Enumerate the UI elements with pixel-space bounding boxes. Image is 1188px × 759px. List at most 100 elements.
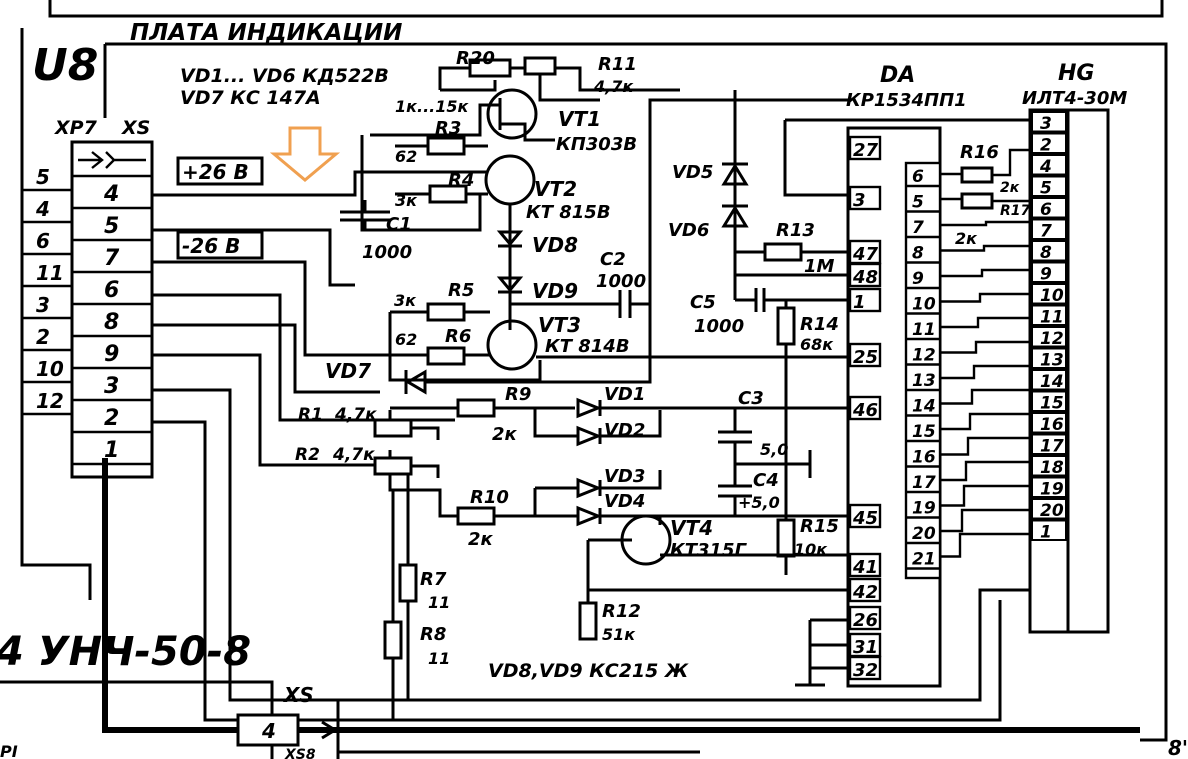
connector-inner-pin: 4 [103, 182, 119, 207]
connector-outer-pin: 5 [36, 165, 50, 189]
vt3-transistor [486, 319, 538, 371]
vd7-zener [404, 369, 427, 395]
r10-value: 2к [468, 529, 494, 550]
vd1-diode [576, 397, 603, 419]
hg-pin: 6 [1040, 200, 1052, 220]
da-left-pin: 41 [852, 557, 878, 578]
hg-pin: 16 [1040, 415, 1064, 435]
c5-value: 1000 [694, 316, 744, 337]
da-left-pin: 32 [853, 660, 878, 681]
hg-pin: 11 [1040, 308, 1064, 328]
r1-label: R1 [298, 405, 323, 425]
r6-label: R6 [445, 326, 471, 347]
lower-left-label: PI [0, 742, 18, 759]
vt4-label: VT4 [670, 516, 713, 540]
r12-value: 51к [602, 625, 636, 644]
connector-inner-pin: 9 [104, 342, 119, 367]
da-left-pin: 47 [852, 244, 879, 265]
da-right-pin: 5 [912, 193, 924, 213]
da-right-pin: 20 [912, 524, 936, 544]
da-right-pin: 9 [912, 269, 924, 289]
r14-label: R14 [800, 314, 839, 335]
hg-pin: 10 [1040, 286, 1064, 306]
r14-value: 68к [800, 335, 834, 354]
c1-value: 1000 [362, 242, 412, 263]
connector-outer-pin: 2 [36, 325, 50, 349]
lower-xs8-label: XS8 [284, 747, 316, 759]
r7-label: R7 [420, 569, 447, 590]
da-left-pin: 46 [852, 400, 878, 421]
outer-left-frame [20, 28, 92, 600]
u8-frame [105, 42, 1168, 742]
r8-label: R8 [420, 624, 446, 645]
da-left-pin: 45 [852, 508, 878, 529]
hg-pin: 19 [1040, 480, 1064, 500]
vt1-transistor [486, 88, 538, 140]
r17-label: R17 [1000, 203, 1031, 219]
connector-outer-pin: 3 [36, 293, 50, 317]
hg-type: ИЛТ4-30М [1022, 88, 1127, 109]
da-left-pin: 31 [853, 637, 878, 658]
da-right-pin: 12 [912, 346, 936, 366]
hg-pin: 13 [1040, 351, 1064, 371]
hg-pin: 8 [1040, 243, 1052, 263]
c2-label: C2 [600, 249, 626, 270]
vt3-label: VT3 [538, 313, 581, 337]
hg-pin: 9 [1040, 265, 1052, 285]
r13-value: 1М [804, 256, 835, 277]
r4-label: R4 [448, 170, 474, 191]
da-left-pin: 1 [853, 292, 866, 313]
r3-value: 62 [395, 147, 417, 166]
lower-xs-pin: 4 [261, 719, 276, 743]
hg-pin: 2 [1040, 136, 1052, 156]
vd2-diode [576, 425, 603, 447]
connector-arrow-icon [78, 151, 146, 169]
vd6-diode [721, 204, 749, 228]
r6-value: 62 [395, 330, 417, 349]
r12-label: R12 [602, 601, 641, 622]
xs-label: XS [121, 117, 150, 139]
r15-label: R15 [800, 516, 839, 537]
c2-capacitor [510, 170, 652, 318]
r9-value: 2к [492, 424, 518, 445]
da-left-pin: 48 [852, 267, 878, 288]
hg-pin: 7 [1040, 222, 1052, 242]
connector-inner-pin: 6 [104, 278, 119, 303]
c3-label: C3 [738, 388, 764, 409]
hg-pin: 18 [1040, 458, 1064, 478]
connector-outer-pin: 6 [36, 229, 50, 253]
da-right-pin: 13 [912, 371, 936, 391]
hg-pin: 3 [1040, 114, 1052, 134]
r1-value: 4,7к [334, 405, 377, 425]
da-right-pin: 6 [912, 167, 924, 187]
r2-value: 4,7к [332, 445, 375, 465]
vt3-type: КТ 814В [545, 336, 630, 357]
minus-26v-label: -26 В [182, 234, 240, 258]
hg-pin: 14 [1040, 372, 1064, 392]
c3-value: 5,0 [760, 440, 788, 459]
vd8-label: VD8 [532, 233, 578, 257]
lower-arrow-icon [298, 720, 338, 740]
vd5-diode [721, 162, 749, 186]
connector-inner-pin: 1 [104, 438, 119, 463]
da-left-pin: 26 [853, 610, 878, 631]
da-right-pin: 15 [912, 422, 936, 442]
da-right-pin: 21 [912, 550, 936, 570]
vd9-label: VD9 [532, 279, 578, 303]
vt4-type: КТ315Г [670, 540, 748, 561]
vt1-label: VT1 [558, 107, 601, 131]
c4-label: C4 [753, 470, 779, 491]
da-right-pin: 17 [912, 473, 936, 493]
connector-inner-pin: 3 [104, 374, 119, 399]
r20-value: 1к...15к [395, 97, 469, 116]
lower-xs-label: XS [282, 683, 314, 707]
hg-label: HG [1058, 61, 1094, 86]
r2-label: R2 [295, 445, 320, 465]
da-right-pin: 7 [912, 218, 924, 238]
r9-label: R9 [505, 384, 531, 405]
block-title: ПЛАТА ИНДИКАЦИИ [130, 20, 402, 46]
vt2-transistor [484, 154, 536, 206]
connector-inner-pin: 5 [104, 214, 119, 239]
